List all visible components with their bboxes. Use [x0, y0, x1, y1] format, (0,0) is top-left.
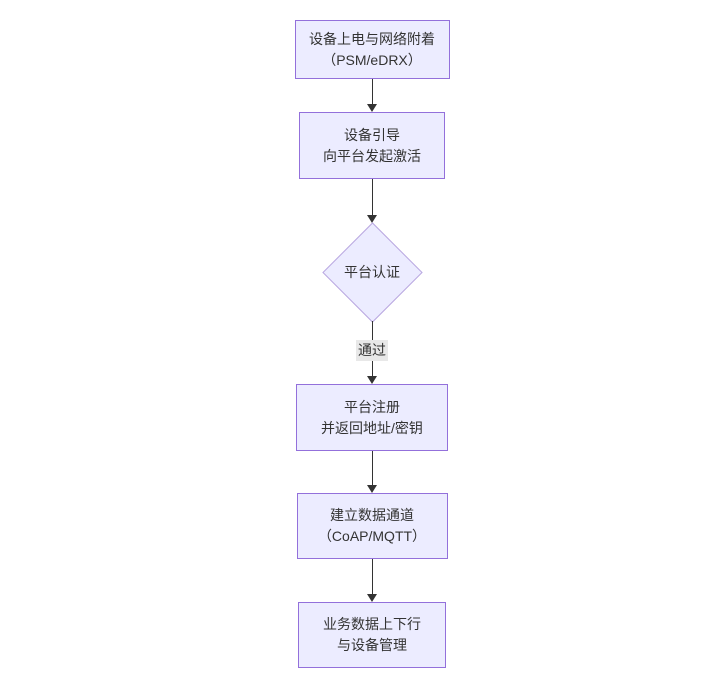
- node-power-on-line1: 设备上电与网络附着: [309, 30, 435, 47]
- arrow-auth-to-register: 通过: [356, 321, 388, 384]
- node-data-channel-line2: （CoAP/MQTT）: [317, 528, 427, 544]
- node-business-data-line2: 与设备管理: [337, 637, 407, 653]
- arrow-bootstrap-to-auth: [365, 179, 379, 223]
- arrow-register-to-channel: [365, 451, 379, 493]
- node-business-data-line1: 业务数据上下行: [323, 616, 421, 632]
- node-business-data: 业务数据上下行 与设备管理: [298, 602, 446, 668]
- flowchart-column: 设备上电与网络附着 （PSM/eDRX） 设备引导 向平台发起激活 平台认证 通…: [9, 20, 726, 668]
- node-bootstrap-line1: 设备引导: [344, 126, 400, 143]
- arrow-line: [371, 451, 373, 486]
- arrowhead-down-icon: [367, 594, 377, 602]
- node-power-on-line2: （PSM/eDRX）: [322, 51, 422, 68]
- decision-platform-auth-label: 平台认证: [344, 264, 400, 280]
- arrowhead-down-icon: [367, 485, 377, 493]
- arrow-line: [371, 179, 373, 216]
- arrow-channel-to-business: [365, 559, 379, 602]
- arrow-power-on-to-bootstrap: [365, 79, 379, 112]
- node-data-channel-line1: 建立数据通道: [330, 507, 414, 523]
- node-platform-register: 平台注册 并返回地址/密钥: [296, 384, 448, 451]
- node-data-channel: 建立数据通道 （CoAP/MQTT）: [296, 493, 448, 559]
- decision-platform-auth: 平台认证: [322, 222, 423, 323]
- arrow-line: [371, 79, 373, 105]
- arrow-line: [371, 559, 373, 595]
- arrowhead-down-icon: [367, 215, 377, 223]
- node-bootstrap-line2: 向平台发起激活: [323, 147, 421, 164]
- arrowhead-down-icon: [367, 376, 377, 384]
- arrowhead-down-icon: [367, 104, 377, 112]
- node-bootstrap: 设备引导 向平台发起激活: [299, 112, 445, 179]
- edge-label-pass: 通过: [356, 340, 388, 361]
- node-platform-register-line2: 并返回地址/密钥: [321, 419, 423, 436]
- node-power-on: 设备上电与网络附着 （PSM/eDRX）: [294, 20, 450, 79]
- node-platform-register-line1: 平台注册: [344, 398, 400, 415]
